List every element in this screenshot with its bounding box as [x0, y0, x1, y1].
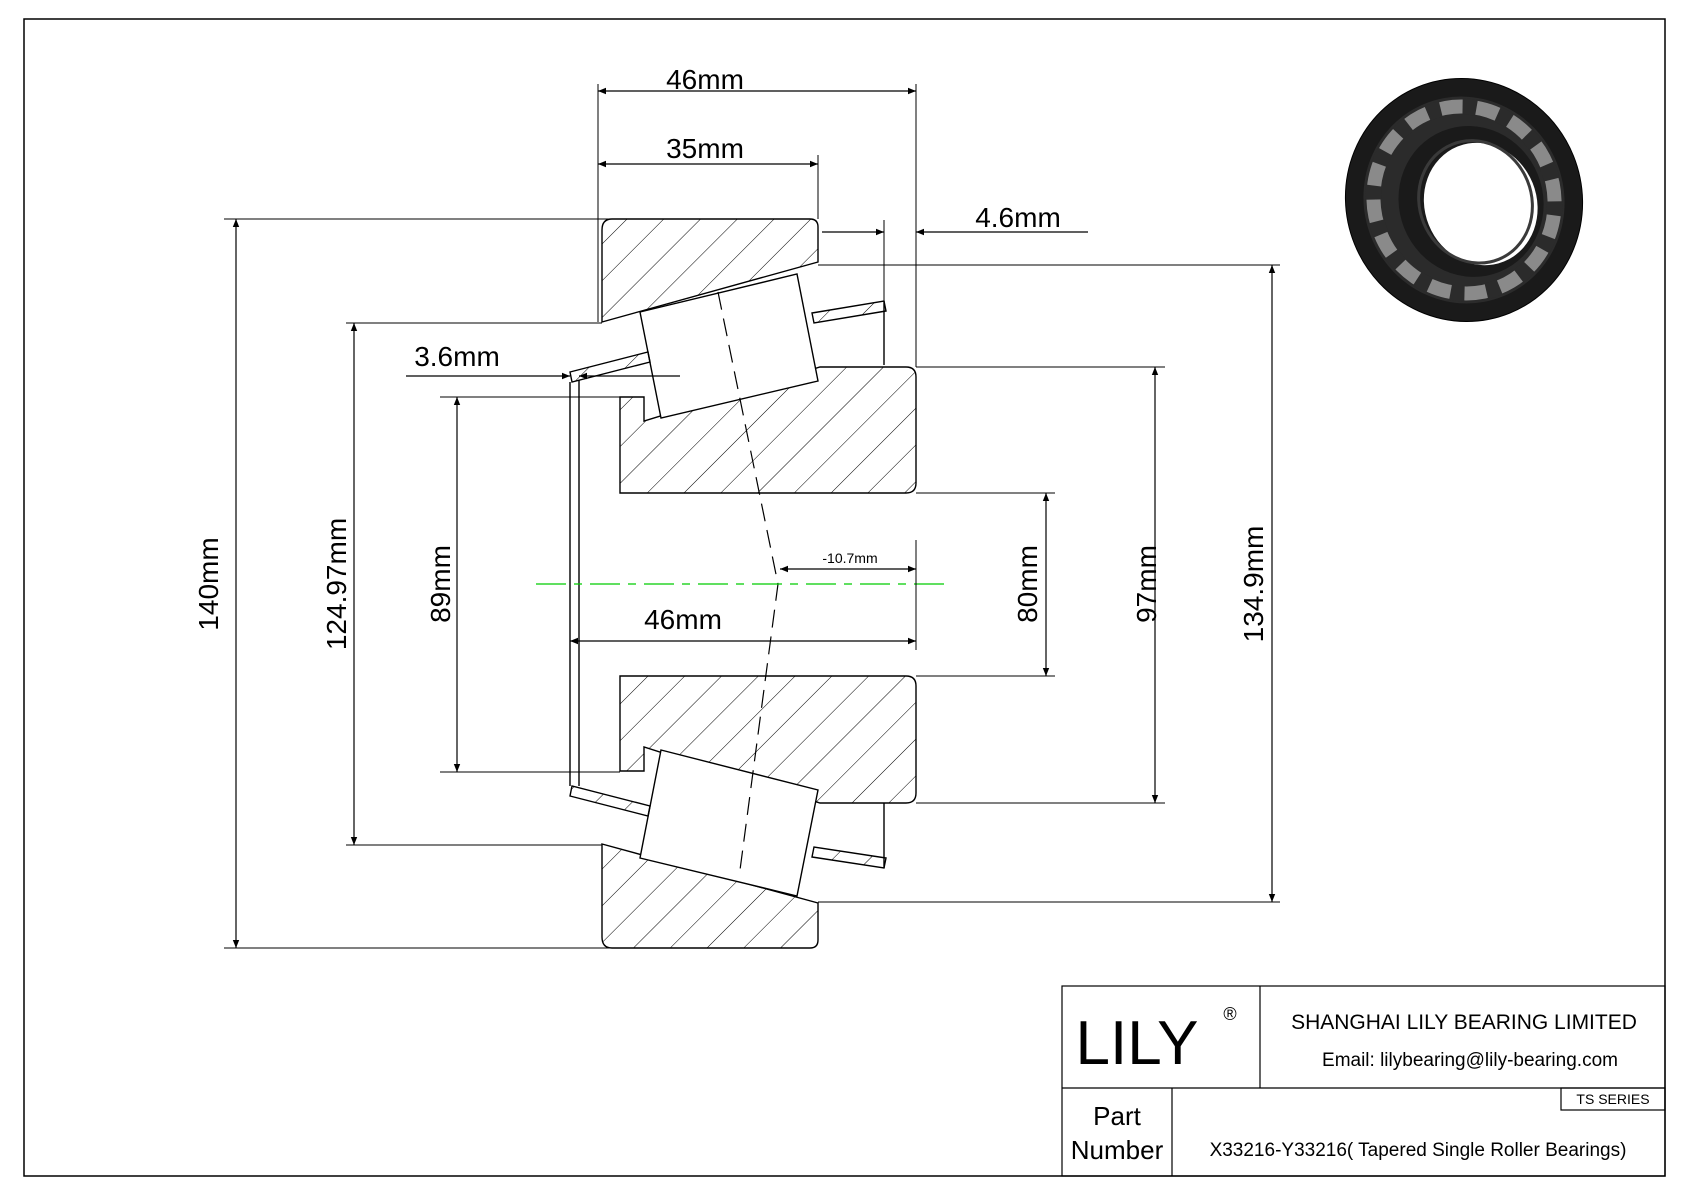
dimension-lines: [232, 87, 1276, 948]
dim-width-cup: 35mm: [666, 133, 744, 164]
bearing-3d-icon: [1344, 78, 1584, 322]
cone-top: [619, 366, 917, 494]
part-label-line1: Part: [1093, 1101, 1141, 1131]
dim-offset-right: 4.6mm: [975, 202, 1061, 233]
cage-bottom-left: [569, 785, 651, 817]
dim-width-outer-top: 46mm: [666, 64, 744, 95]
dim-cone-od: 97mm: [1131, 545, 1162, 623]
cage-top-left: [569, 351, 651, 383]
logo-lily: LILY: [1076, 1009, 1199, 1078]
dim-od: 140mm: [193, 537, 224, 630]
dim-cone-back-dia: 124.97mm: [321, 518, 352, 650]
part-label-line2: Number: [1071, 1135, 1164, 1165]
dim-offset-left: 3.6mm: [414, 341, 500, 372]
drawing-border: [23, 18, 1666, 1177]
title-block: [1061, 985, 1666, 1177]
cone-bottom: [619, 675, 917, 804]
dim-width-total: 46mm: [644, 604, 722, 635]
cup-top: [601, 218, 819, 323]
dim-effective-center: -10.7mm: [822, 550, 877, 566]
cage-top-right: [811, 300, 887, 324]
company-name: SHANGHAI LILY BEARING LIMITED: [1291, 1011, 1637, 1034]
roller-bottom: [639, 749, 819, 897]
series-badge: TS SERIES: [1576, 1091, 1649, 1107]
dim-cup-inner-dia: 134.9mm: [1238, 526, 1269, 643]
cup-bottom: [601, 843, 819, 949]
dim-shoulder-dia: 89mm: [425, 545, 456, 623]
extension-lines: [224, 84, 1280, 949]
logo-registered: ®: [1223, 1004, 1236, 1024]
company-email: Email: lilybearing@lily-bearing.com: [1322, 1050, 1618, 1071]
dim-bore: 80mm: [1012, 545, 1043, 623]
cage-bottom-right: [811, 846, 887, 869]
part-number: X33216-Y33216( Tapered Single Roller Bea…: [1210, 1140, 1627, 1161]
bearing-section: [569, 218, 917, 949]
cage-frame: [569, 301, 885, 868]
